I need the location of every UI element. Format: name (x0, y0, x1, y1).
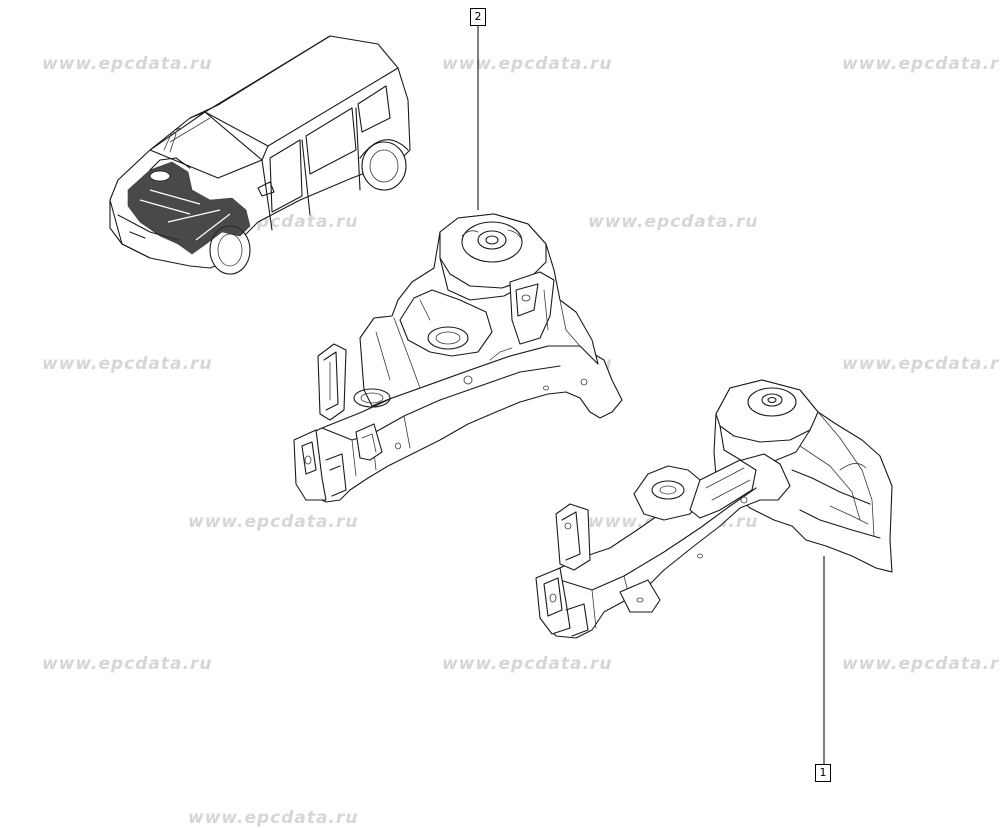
part-2-front-side-member-left (293, 213, 623, 503)
callout-2-label[interactable]: 2 (470, 8, 486, 26)
watermark: www.epcdata.ru (42, 354, 213, 374)
watermark: www.epcdata.ru (842, 54, 1000, 74)
watermark: www.epcdata.ru (188, 512, 359, 532)
watermark: www.epcdata.ru (442, 54, 613, 74)
vehicle-illustration (109, 35, 411, 275)
watermark: www.epcdata.ru (42, 654, 213, 674)
watermark: www.epcdata.ru (42, 54, 213, 74)
callout-1-label[interactable]: 1 (815, 764, 831, 782)
watermark: www.epcdata.ru (842, 654, 1000, 674)
watermark: www.epcdata.ru (588, 212, 759, 232)
watermark: www.epcdata.ru (442, 654, 613, 674)
part-1-front-side-member-right (535, 379, 893, 639)
watermark: www.epcdata.ru (842, 354, 1000, 374)
